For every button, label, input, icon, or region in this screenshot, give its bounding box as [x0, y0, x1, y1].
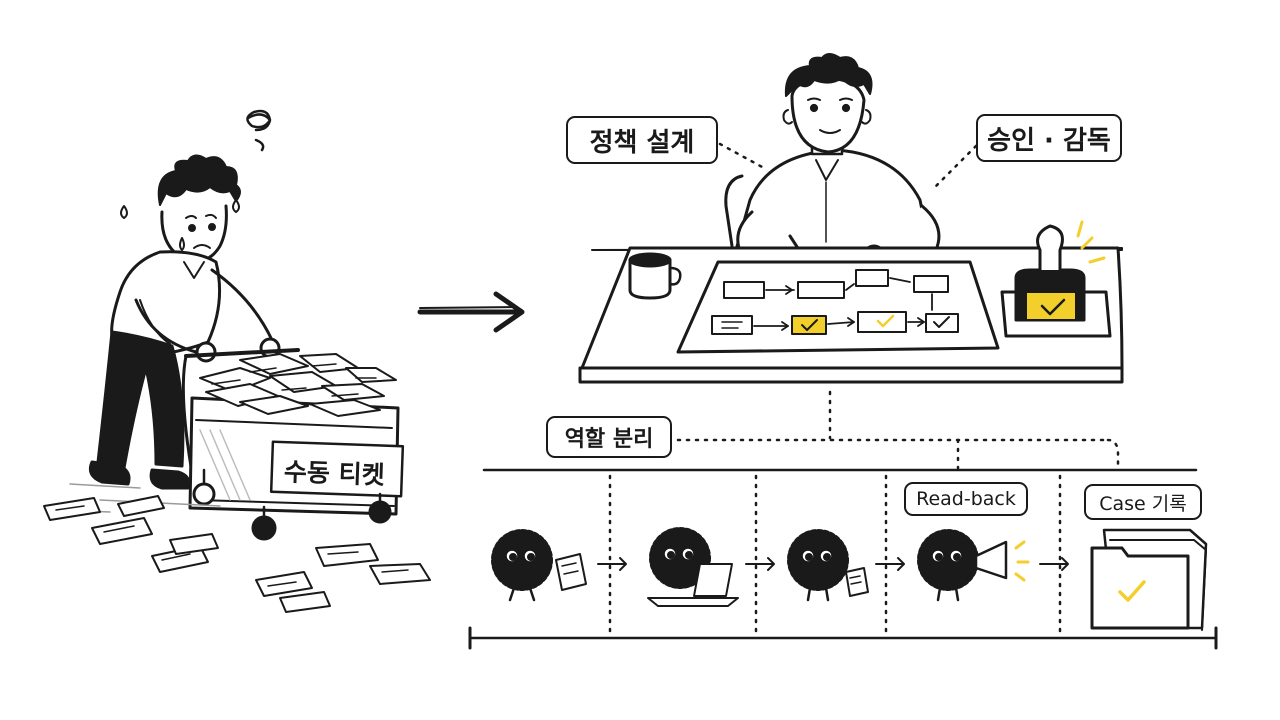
creature-with-laptop-icon	[647, 527, 739, 607]
label-case-record: Case 기록	[1084, 484, 1202, 520]
workflow-board-icon	[676, 260, 1000, 354]
label-policy-design: 정책 설계	[566, 116, 718, 164]
coffee-mug-icon	[628, 252, 682, 300]
stressed-worker-icon	[88, 109, 281, 490]
approval-stamp-icon	[1000, 220, 1112, 338]
planner-person-icon	[724, 53, 941, 278]
timeline-axis	[468, 626, 1218, 650]
creature-with-megaphone-icon	[917, 529, 1030, 602]
label-role-separation: 역할 분리	[546, 416, 672, 458]
step-arrow-3	[875, 557, 905, 571]
case-folder-icon	[1090, 528, 1208, 631]
step-arrow-2	[745, 557, 775, 571]
step-arrow-1	[597, 557, 627, 571]
creature-with-document-icon	[491, 529, 587, 602]
transition-arrow-icon	[417, 291, 525, 333]
label-read-back: Read-back	[904, 482, 1028, 516]
creature-reading-icon	[787, 529, 869, 602]
dotted-connectors	[608, 142, 1120, 634]
step-arrow-4	[1039, 557, 1069, 571]
overloaded-cart-icon	[43, 348, 431, 613]
label-manual-tickets: 수동 티켓	[283, 457, 386, 490]
label-approval-oversight: 승인 · 감독	[976, 114, 1122, 162]
